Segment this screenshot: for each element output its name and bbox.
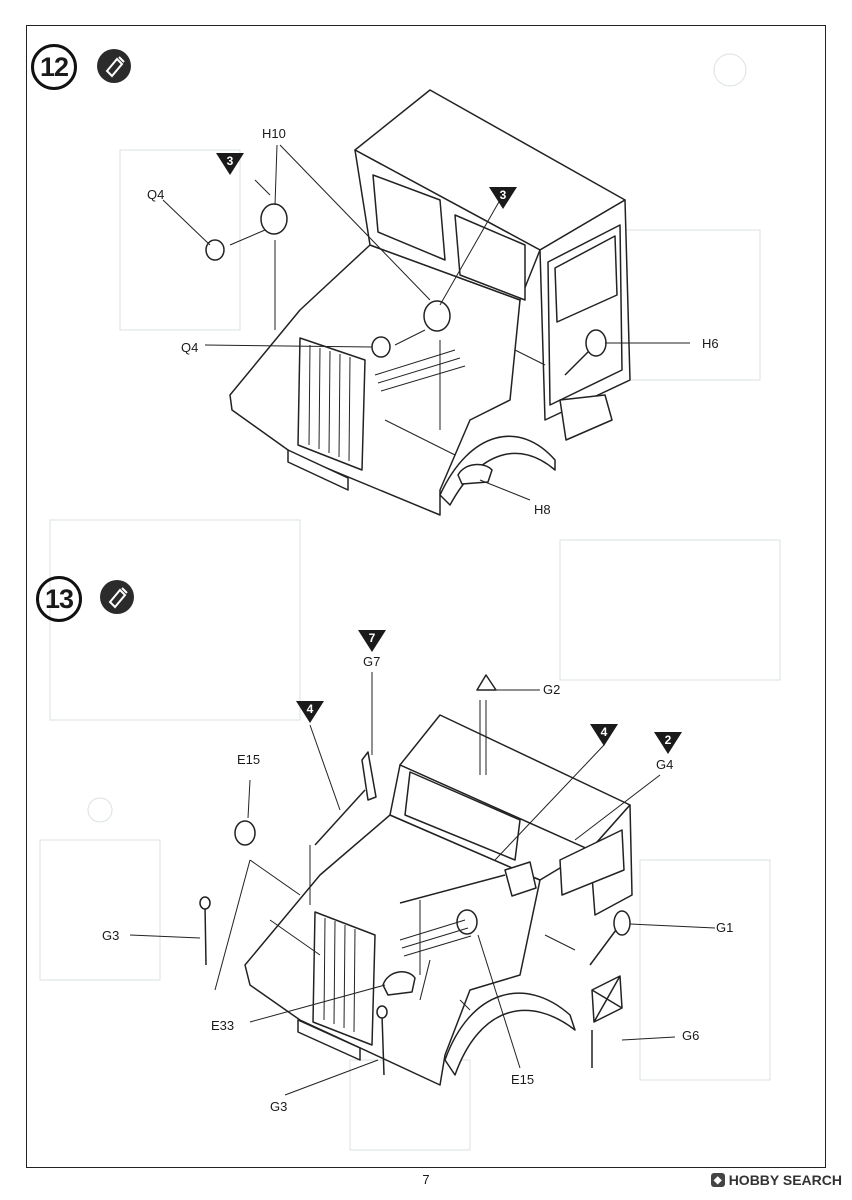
s12-q4-part — [205, 239, 225, 261]
color-ref-triangle: 4 — [590, 724, 618, 746]
part-label-g2: G2 — [543, 682, 561, 697]
step-number-13: 13 — [36, 576, 82, 622]
hobby-search-logo-icon: ◆ — [710, 1173, 725, 1187]
color-ref-triangle: 2 — [654, 732, 682, 754]
s13-fender-right — [444, 992, 576, 1076]
s12-details — [308, 344, 466, 462]
glue-bottle-icon — [97, 49, 131, 83]
glue-bottle-icon — [100, 580, 134, 614]
part-label-g6: G6 — [682, 1028, 700, 1043]
s12-headlight-left — [260, 203, 288, 235]
s13-e15-left — [234, 820, 256, 846]
s13-e33-part — [382, 971, 416, 996]
part-label-g4: G4 — [656, 757, 674, 772]
s13-spotlight-rod — [399, 874, 506, 904]
page-frame — [26, 25, 826, 1168]
s13-g3-left-head — [199, 896, 211, 910]
s13-g7-rod — [314, 789, 366, 846]
part-label-e15: E15 — [511, 1072, 535, 1087]
s12-mirror-arm — [564, 349, 591, 376]
s13-g7-antenna — [361, 751, 377, 801]
s13-leader-lines — [129, 672, 716, 1096]
color-ref-triangle: 4 — [296, 701, 324, 723]
watermark: ◆ HOBBY SEARCH — [710, 1172, 842, 1188]
page-number: 7 — [422, 1172, 430, 1187]
part-label-e15: E15 — [237, 752, 261, 767]
step12-illustration — [205, 89, 631, 516]
step-number-12: 12 — [31, 44, 77, 90]
s13-details — [323, 917, 472, 1033]
s12-windshield-left — [372, 174, 446, 261]
part-label-q4: Q4 — [181, 340, 199, 355]
step13-illustration — [199, 674, 633, 1086]
s12-q4-mounted — [371, 336, 391, 358]
s13-windshield — [404, 771, 521, 861]
color-ref-triangle: 3 — [489, 187, 517, 209]
s13-g1-mirror — [613, 910, 631, 936]
s12-mirror — [585, 329, 607, 357]
s13-bumper — [297, 1019, 361, 1061]
part-label-h6: H6 — [702, 336, 719, 351]
s13-g3-left — [204, 904, 207, 966]
part-label-q4: Q4 — [147, 187, 165, 202]
s13-spotlight — [504, 861, 537, 897]
s12-headlight-right — [423, 300, 451, 332]
s13-g1-arm — [589, 929, 617, 966]
watermark-text: HOBBY SEARCH — [728, 1172, 842, 1188]
s13-g2-triangle — [476, 674, 497, 691]
part-label-h10: H10 — [262, 126, 286, 141]
part-label-g1: G1 — [716, 920, 734, 935]
s12-leader-lines — [162, 144, 690, 501]
s13-side-window — [559, 829, 625, 896]
s13-g3-right-head — [376, 1005, 388, 1019]
s12-h8-part — [457, 463, 493, 485]
s13-g3-right — [381, 1014, 385, 1076]
part-label-g3: G3 — [102, 928, 120, 943]
s12-grille — [297, 337, 366, 471]
s12-step — [559, 394, 613, 441]
color-ref-triangle: 7 — [358, 630, 386, 652]
s12-door-window — [554, 235, 618, 323]
s12-bumper — [287, 449, 349, 491]
part-label-g7: G7 — [363, 654, 381, 669]
s12-windshield-right — [454, 214, 526, 301]
s13-g6-flag — [591, 975, 623, 1068]
color-ref-triangle: 3 — [216, 153, 244, 175]
part-label-e33: E33 — [211, 1018, 235, 1033]
part-label-h8: H8 — [534, 502, 551, 517]
part-label-g3: G3 — [270, 1099, 288, 1114]
